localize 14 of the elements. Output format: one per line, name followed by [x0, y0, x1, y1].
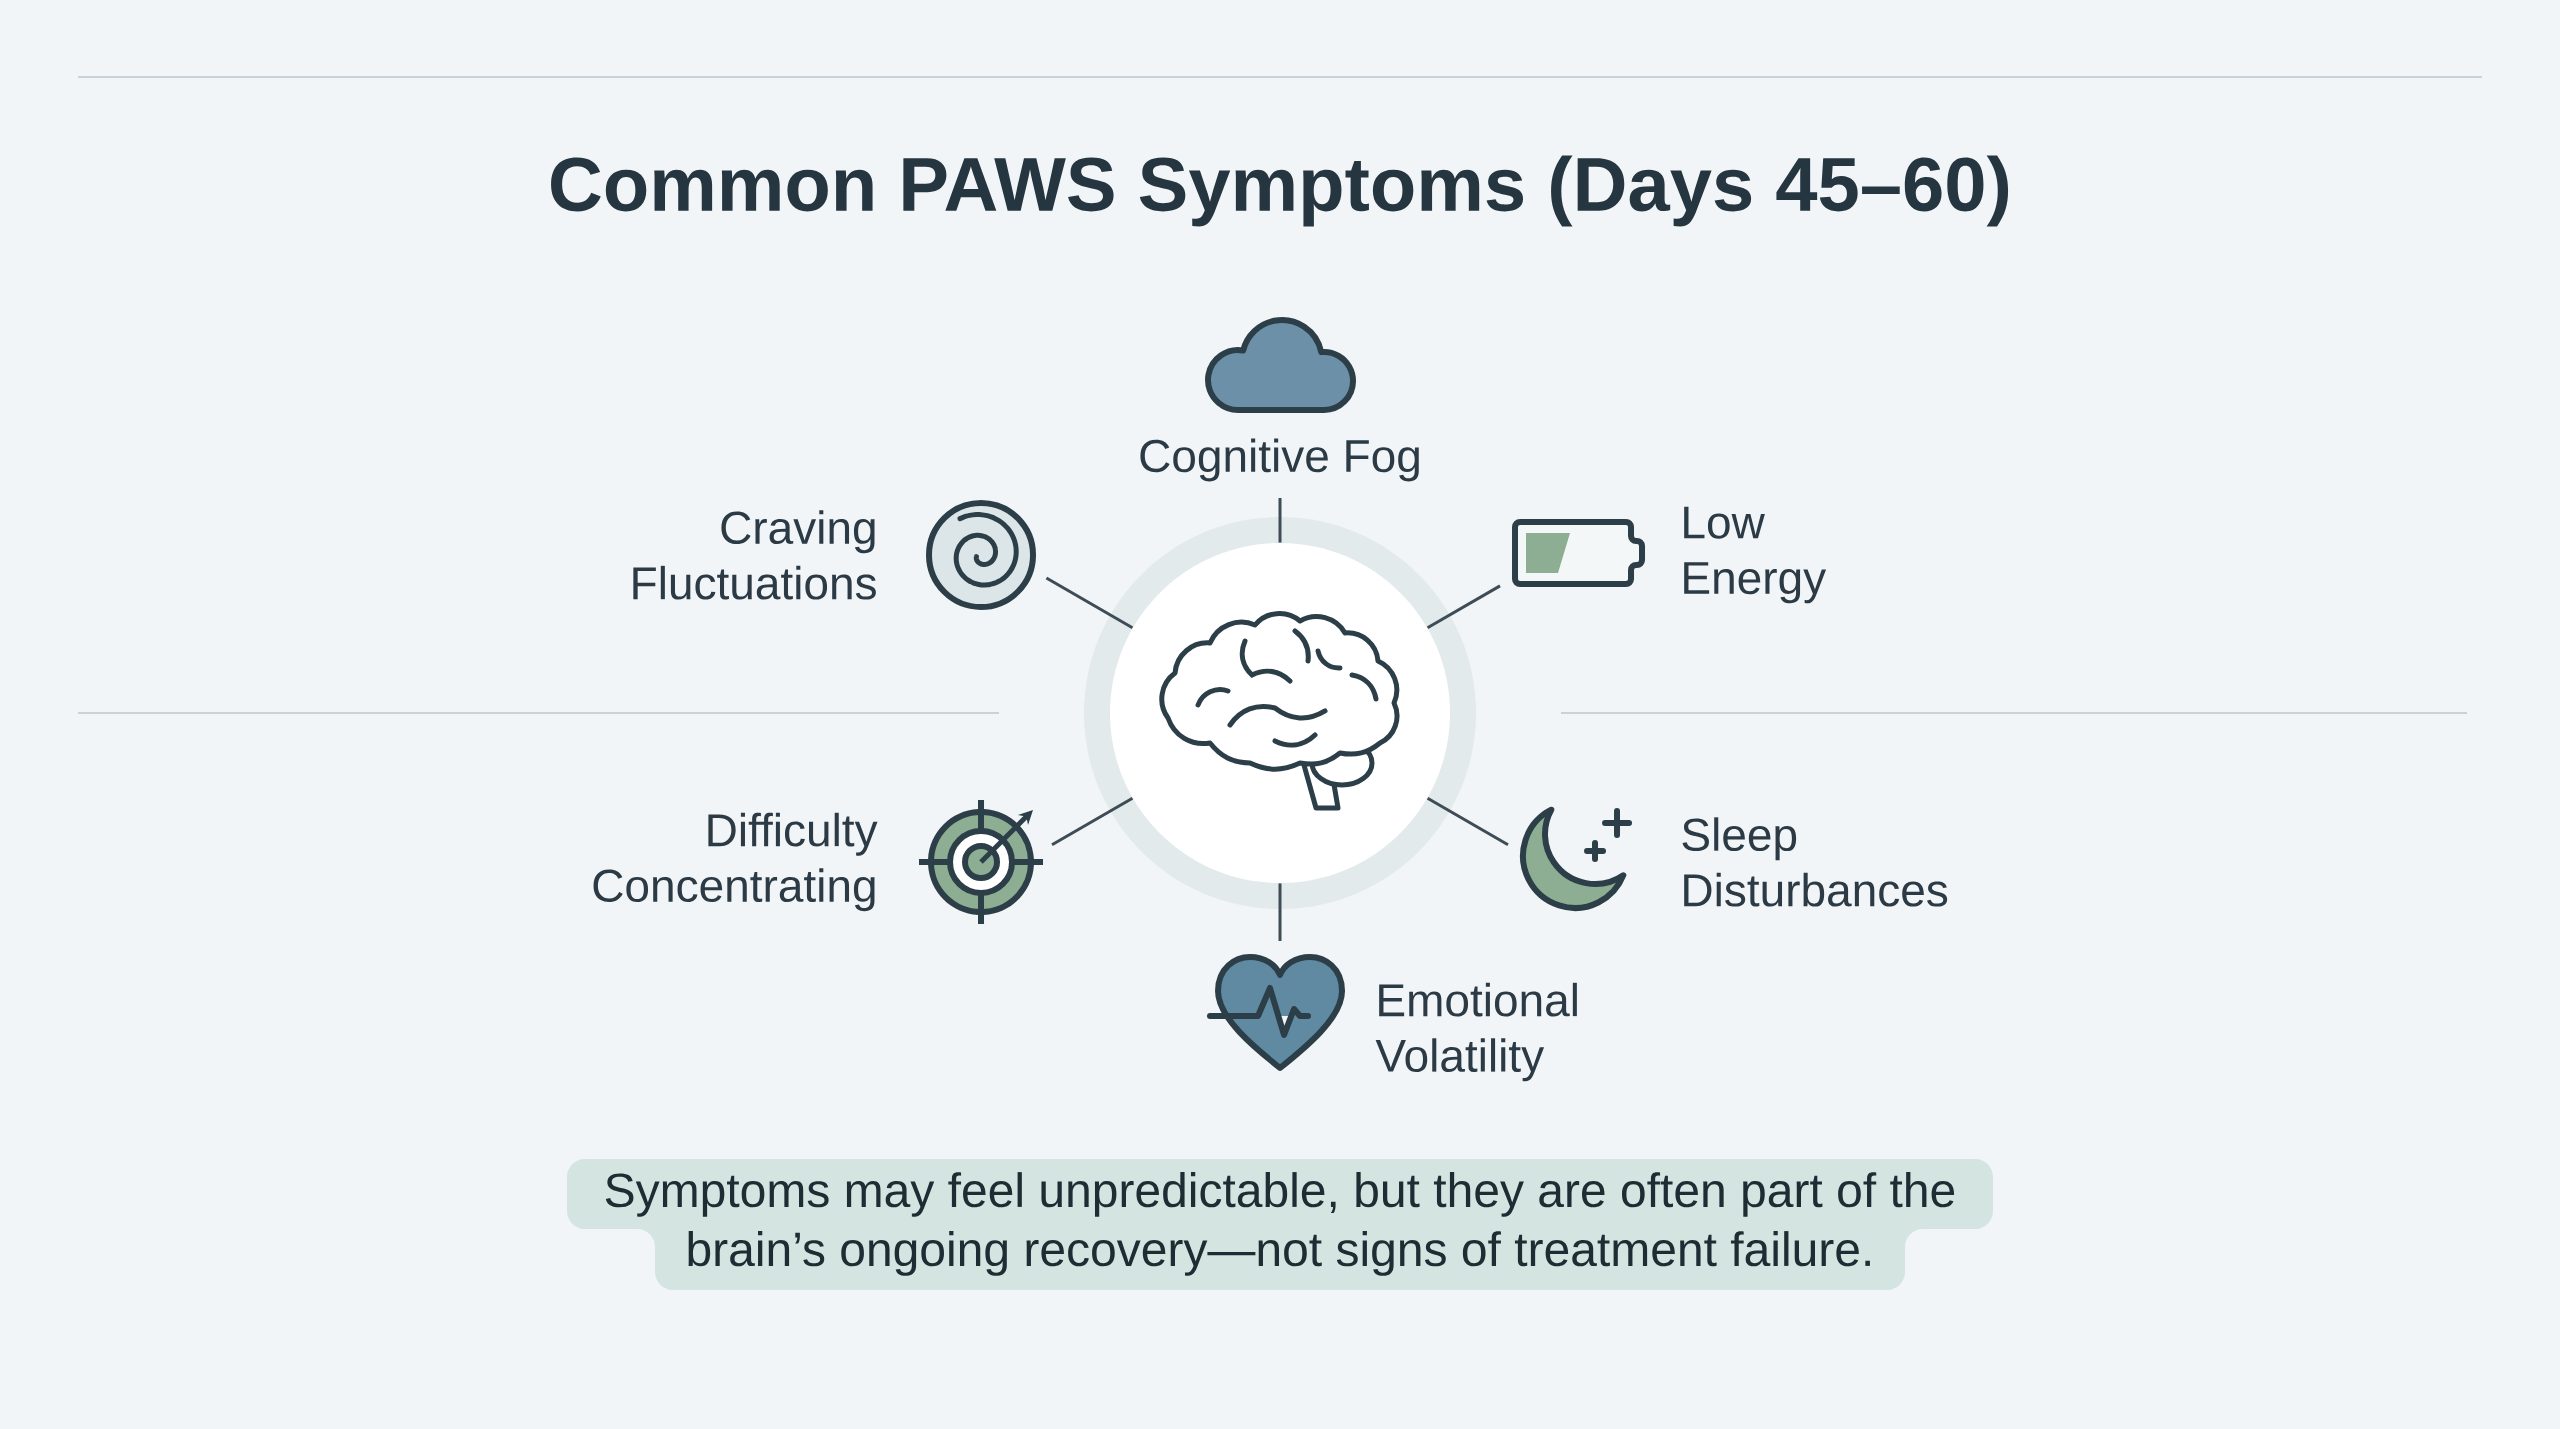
- title: Common PAWS Symptoms (Days 45–60): [551, 155, 2009, 227]
- symptom-label: Cognitive Fog: [1140, 438, 1419, 482]
- symptom-label: Difficulty Concentrating: [593, 812, 878, 912]
- highlighted-note: Symptoms may feel unpredictable, but they are often part of the brain’s ongoing recovery—not signs of treatment failure.: [567, 1159, 1993, 1290]
- connector-line: [1426, 796, 1509, 846]
- connector-line: [1278, 883, 1282, 941]
- symptom-label: Low Energy: [1684, 506, 1827, 604]
- connector-line: [1426, 584, 1501, 630]
- connector-line: [1045, 576, 1134, 630]
- connector-line: [1278, 498, 1282, 543]
- symptom-label: Sleep Disturbances: [1682, 817, 1948, 907]
- symptom-label: Craving Fluctuations: [633, 510, 876, 600]
- connector-line: [1051, 796, 1134, 846]
- symptom-label: Emotional Volatility: [1375, 982, 1577, 1082]
